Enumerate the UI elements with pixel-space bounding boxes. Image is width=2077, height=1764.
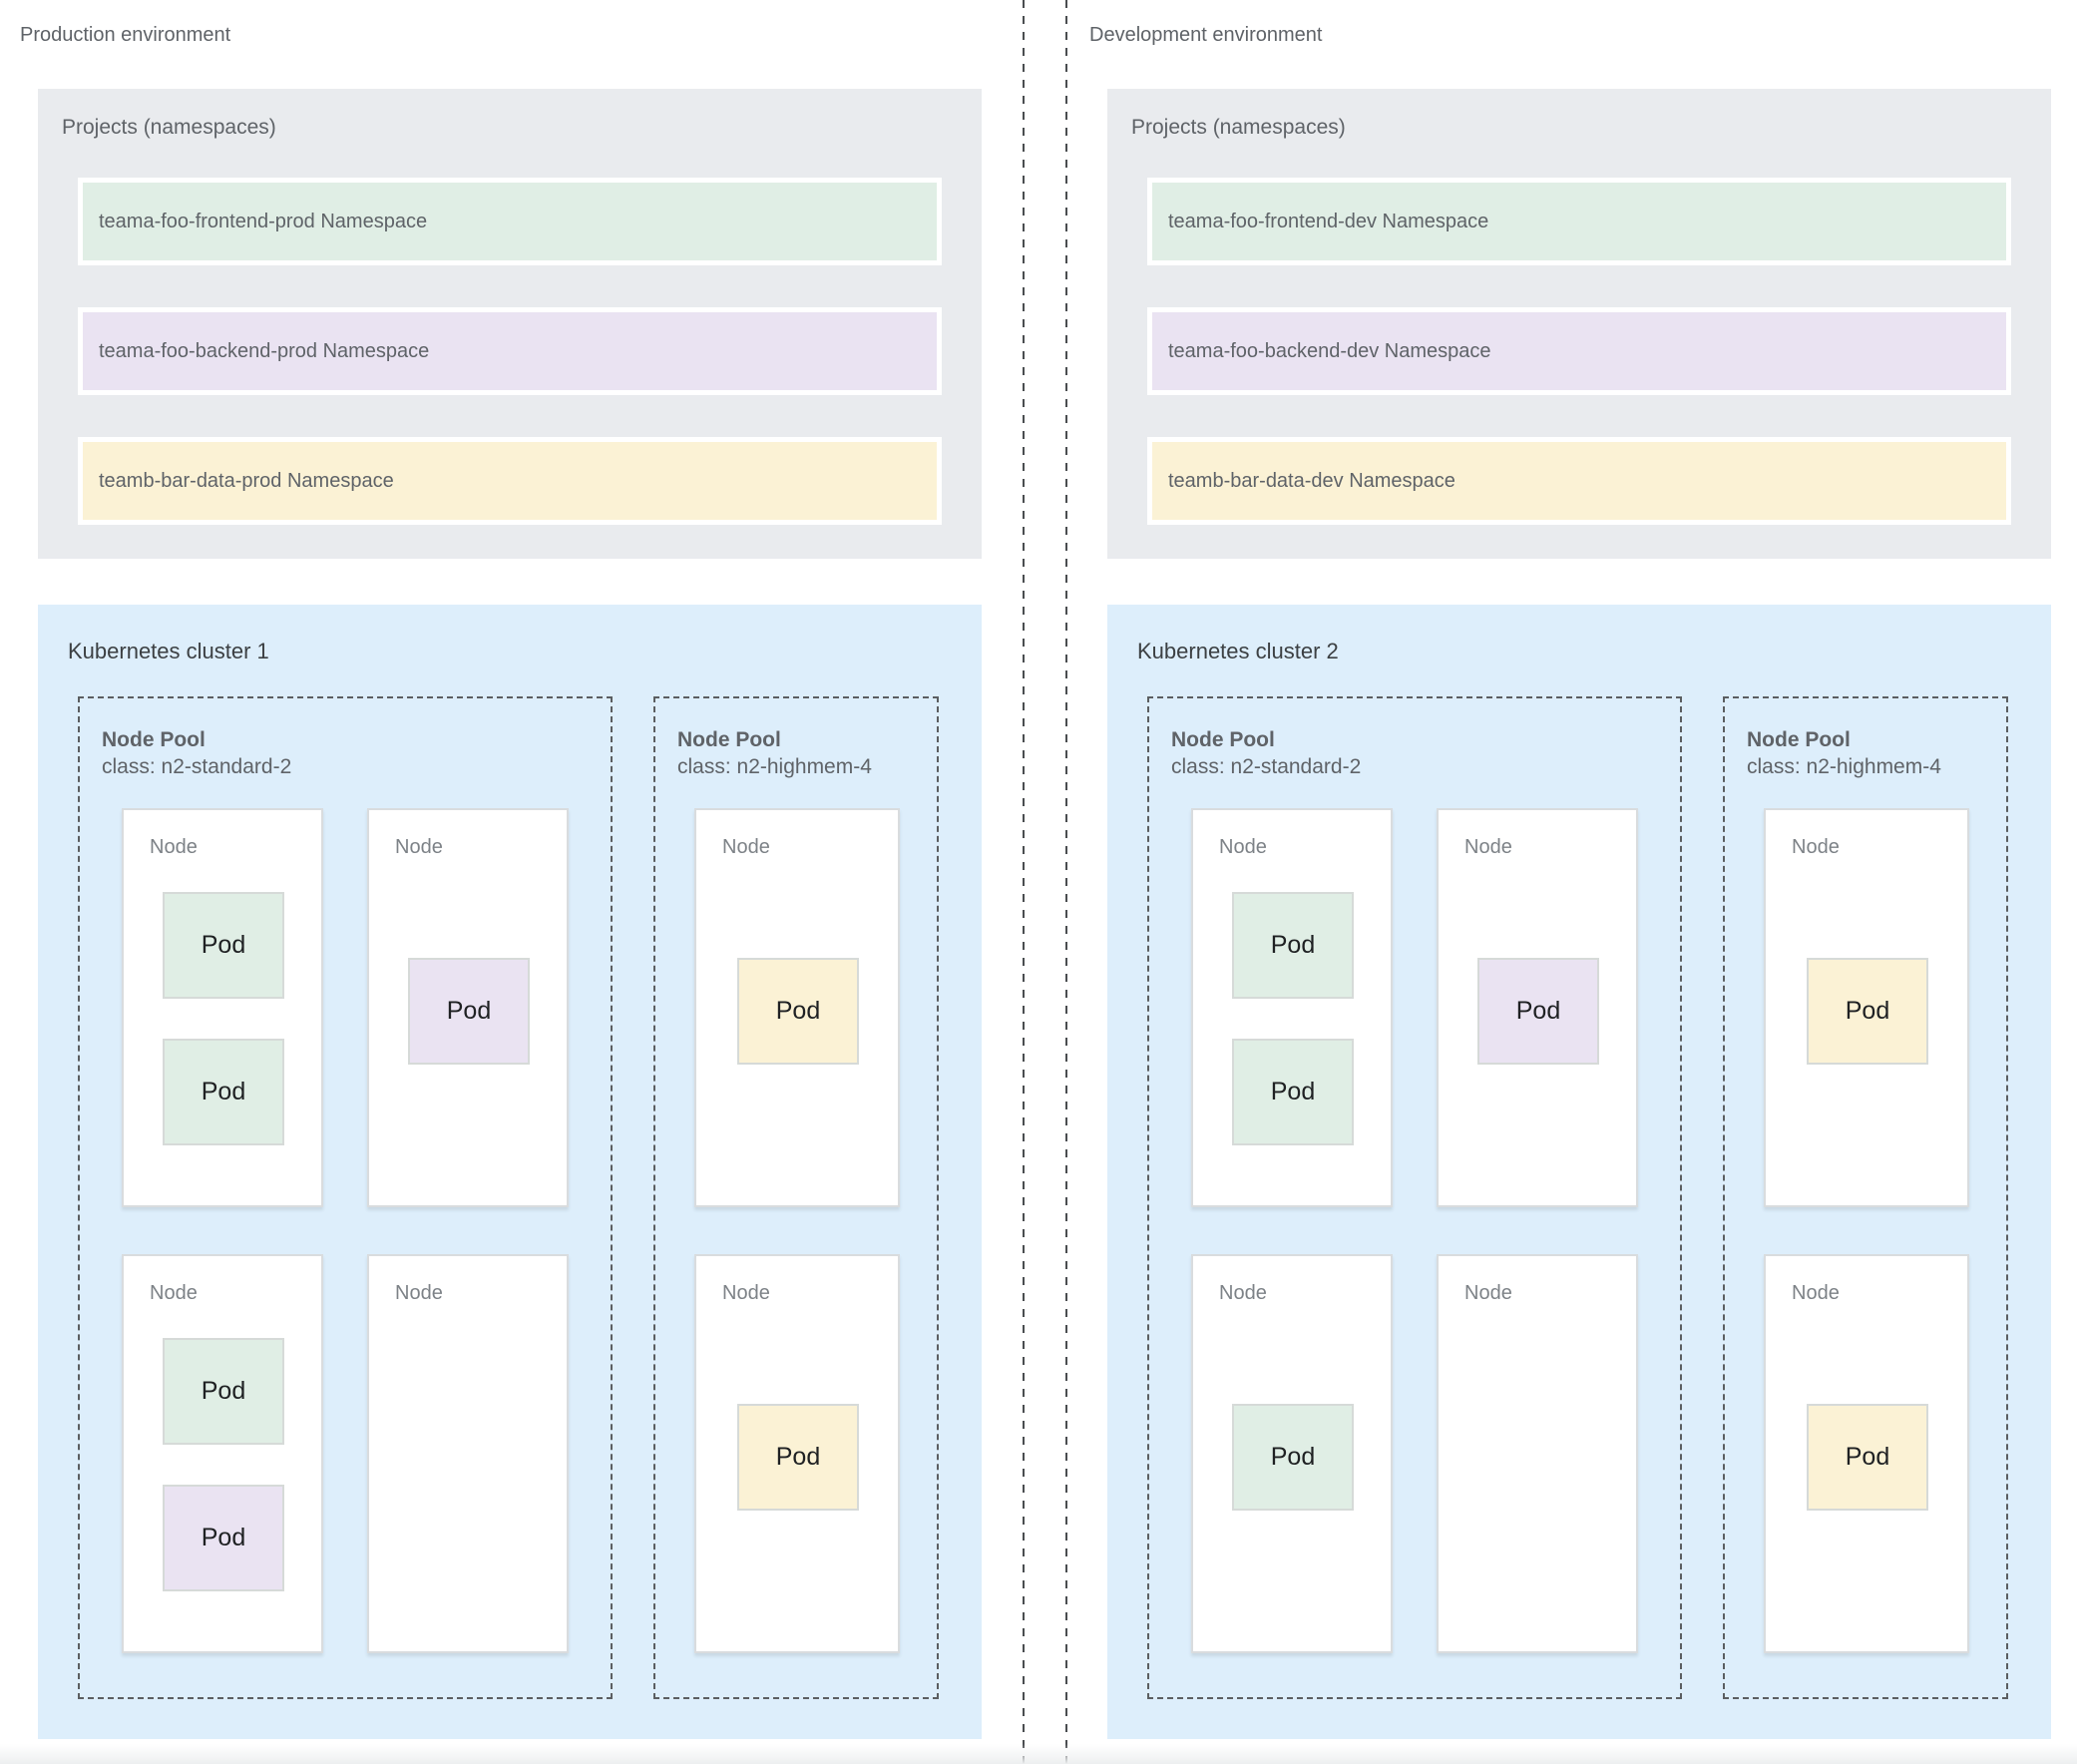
pod-label: Pod [201, 1524, 246, 1551]
namespace-row-backend-dev: teama-foo-backend-dev Namespace [1147, 307, 2011, 395]
pod-label: Pod [201, 1078, 246, 1105]
node-pool-highmem: Node Pool class: n2-highmem-4 Node Pod N… [1723, 696, 2008, 1699]
node-box: Node Pod [1437, 808, 1638, 1207]
node-pool-class: class: n2-standard-2 [102, 755, 292, 778]
kubernetes-cluster-2-box: Kubernetes cluster 2 Node Pool class: n2… [1107, 605, 2051, 1739]
node-pool-standard: Node Pool class: n2-standard-2 Node Pod … [1147, 696, 1682, 1699]
pod-label: Pod [775, 1443, 821, 1471]
pod-box: Pod [163, 1039, 284, 1145]
node-label: Node [1464, 1282, 1512, 1304]
node-box: Node Pod [694, 808, 900, 1207]
projects-box-title: Projects (namespaces) [1131, 116, 1346, 139]
node-label: Node [395, 1282, 443, 1304]
pod-label: Pod [1845, 997, 1890, 1025]
node-pool-header: Node Pool class: n2-highmem-4 [1747, 726, 1941, 780]
node-pool-title: Node Pool [1747, 728, 1851, 751]
pod-box: Pod [1477, 958, 1599, 1065]
namespace-row-backend-prod: teama-foo-backend-prod Namespace [78, 307, 942, 395]
pod-box: Pod [163, 1338, 284, 1445]
node-label: Node [1792, 1282, 1840, 1304]
pod-label: Pod [1270, 1443, 1316, 1471]
production-environment: Production environment Projects (namespa… [0, 0, 1008, 1764]
node-label: Node [150, 836, 198, 858]
pod-box: Pod [163, 1485, 284, 1591]
pod-label: Pod [1270, 1078, 1316, 1105]
namespace-label: teama-foo-backend-dev Namespace [1168, 339, 1491, 362]
node-box: Node Pod [1764, 808, 1969, 1207]
node-label: Node [1219, 1282, 1267, 1304]
node-pool-title: Node Pool [102, 728, 206, 751]
namespace-label: teama-foo-backend-prod Namespace [99, 339, 430, 362]
node-box: Node [1437, 1254, 1638, 1653]
namespace-row-frontend-prod: teama-foo-frontend-prod Namespace [78, 178, 942, 265]
pod-label: Pod [446, 997, 492, 1025]
node-label: Node [150, 1282, 198, 1304]
environment-title: Development environment [1089, 24, 1323, 46]
pod-label: Pod [201, 931, 246, 959]
node-pool-standard: Node Pool class: n2-standard-2 Node Pod … [78, 696, 613, 1699]
node-pool-highmem: Node Pool class: n2-highmem-4 Node Pod N… [653, 696, 939, 1699]
namespace-row-data-prod: teamb-bar-data-prod Namespace [78, 437, 942, 525]
namespace-label: teama-foo-frontend-dev Namespace [1168, 210, 1489, 232]
pod-label: Pod [775, 997, 821, 1025]
node-label: Node [1464, 836, 1512, 858]
namespace-row-frontend-dev: teama-foo-frontend-dev Namespace [1147, 178, 2011, 265]
cluster-title: Kubernetes cluster 1 [68, 639, 269, 663]
pod-box: Pod [408, 958, 530, 1065]
projects-box-title: Projects (namespaces) [62, 116, 276, 139]
node-pool-header: Node Pool class: n2-standard-2 [1171, 726, 1361, 780]
projects-namespaces-box: Projects (namespaces) teama-foo-frontend… [1107, 89, 2051, 559]
environment-divider-line [1023, 0, 1025, 1764]
namespace-label: teama-foo-frontend-prod Namespace [99, 210, 428, 232]
node-box: Node Pod Pod [1191, 808, 1393, 1207]
kubernetes-cluster-1-box: Kubernetes cluster 1 Node Pool class: n2… [38, 605, 982, 1739]
pod-label: Pod [1515, 997, 1561, 1025]
development-environment: Development environment Projects (namesp… [1069, 0, 2077, 1764]
node-box: Node Pod Pod [122, 1254, 323, 1653]
node-pool-class: class: n2-highmem-4 [677, 755, 872, 778]
namespace-label: teamb-bar-data-dev Namespace [1168, 469, 1455, 492]
pod-box: Pod [1232, 1039, 1354, 1145]
projects-namespaces-box: Projects (namespaces) teama-foo-frontend… [38, 89, 982, 559]
pod-label: Pod [1845, 1443, 1890, 1471]
node-label: Node [1219, 836, 1267, 858]
node-label: Node [395, 836, 443, 858]
node-box: Node Pod Pod [122, 808, 323, 1207]
node-pool-class: class: n2-highmem-4 [1747, 755, 1941, 778]
node-label: Node [1792, 836, 1840, 858]
pod-box: Pod [1232, 1404, 1354, 1511]
node-label: Node [722, 1282, 770, 1304]
pod-box: Pod [1807, 958, 1928, 1065]
node-pool-header: Node Pool class: n2-highmem-4 [677, 726, 872, 780]
node-box: Node Pod [1191, 1254, 1393, 1653]
node-pool-title: Node Pool [677, 728, 781, 751]
pod-label: Pod [1270, 931, 1316, 959]
node-label: Node [722, 836, 770, 858]
node-box: Node Pod [1764, 1254, 1969, 1653]
pod-box: Pod [737, 1404, 859, 1511]
environment-divider-line [1065, 0, 1067, 1764]
pod-box: Pod [1807, 1404, 1928, 1511]
node-pool-title: Node Pool [1171, 728, 1275, 751]
pod-label: Pod [201, 1377, 246, 1405]
node-box: Node Pod [694, 1254, 900, 1653]
pod-box: Pod [1232, 892, 1354, 999]
pod-box: Pod [737, 958, 859, 1065]
namespace-label: teamb-bar-data-prod Namespace [99, 469, 394, 492]
node-pool-header: Node Pool class: n2-standard-2 [102, 726, 291, 780]
environment-title: Production environment [20, 24, 231, 46]
node-pool-class: class: n2-standard-2 [1171, 755, 1362, 778]
node-box: Node [367, 1254, 569, 1653]
cluster-title: Kubernetes cluster 2 [1137, 639, 1339, 663]
namespace-row-data-dev: teamb-bar-data-dev Namespace [1147, 437, 2011, 525]
node-box: Node Pod [367, 808, 569, 1207]
pod-box: Pod [163, 892, 284, 999]
page-bottom-edge [0, 1744, 2077, 1764]
